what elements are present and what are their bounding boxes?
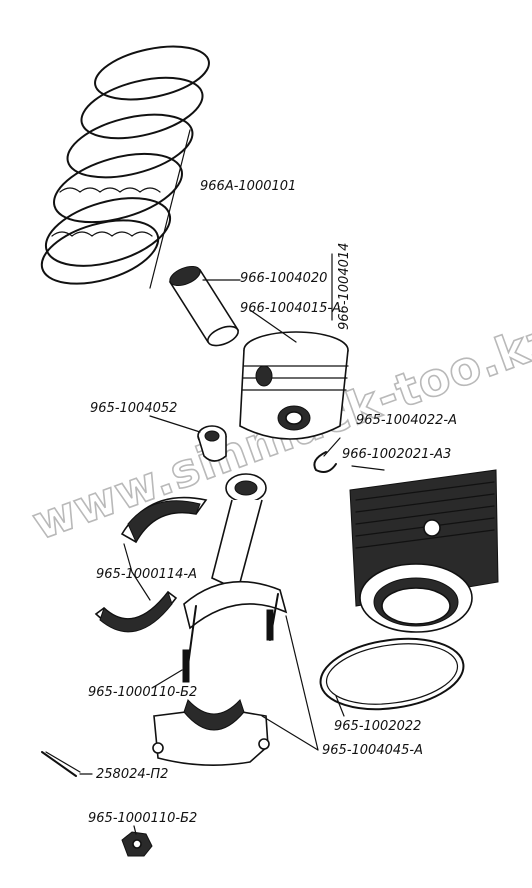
bearing-shells [94,496,208,633]
label-piston: 966-1004015-А [240,301,341,316]
cylinder-gasket [319,637,465,711]
cotter-pin [41,751,77,777]
cylinder [349,469,499,633]
label-pin-bushing: 965-1004052 [90,401,177,416]
connecting-rod [182,473,288,683]
piston-pin [168,265,240,347]
piston [239,331,349,440]
cylinder-leader-line [351,465,385,471]
label-cotter-pin: 258024-П2 [96,767,168,782]
label-conrod-bolt: 965-1000110-Б2 [88,685,197,700]
label-piston-pin: 966-1004020 [240,271,327,286]
shells-leader-line [123,543,151,601]
retaining-ring [313,451,337,473]
bushing-leader-line [149,415,201,433]
gasket-leader-line [335,695,345,717]
bolt-leader-line [151,669,183,689]
rings-leader-line [149,129,191,289]
label-bearing-shells: 965-1000114-А [96,567,197,582]
nut-leader-line [133,825,137,835]
label-piston-assembly: 966-1004014 [337,243,352,330]
label-cylinder-gasket: 965-1002022 [334,719,421,734]
label-cylinder: 966-1002021-А3 [342,447,451,462]
label-conrod-nut: 965-1000110-Б2 [88,811,197,826]
piston-rings [40,45,210,285]
conrod-assembly-leader [261,615,319,751]
label-conrod-assembly: 965-1004045-А [322,743,423,758]
piston-leader-line [249,309,297,343]
pin-bushing [197,425,227,462]
conrod-nut [121,831,153,857]
label-retaining-ring: 965-1004022-А [356,413,457,428]
conrod-cap [152,699,270,766]
ring-leader-line [323,437,341,457]
label-rings-set: 966А-1000101 [200,179,296,194]
